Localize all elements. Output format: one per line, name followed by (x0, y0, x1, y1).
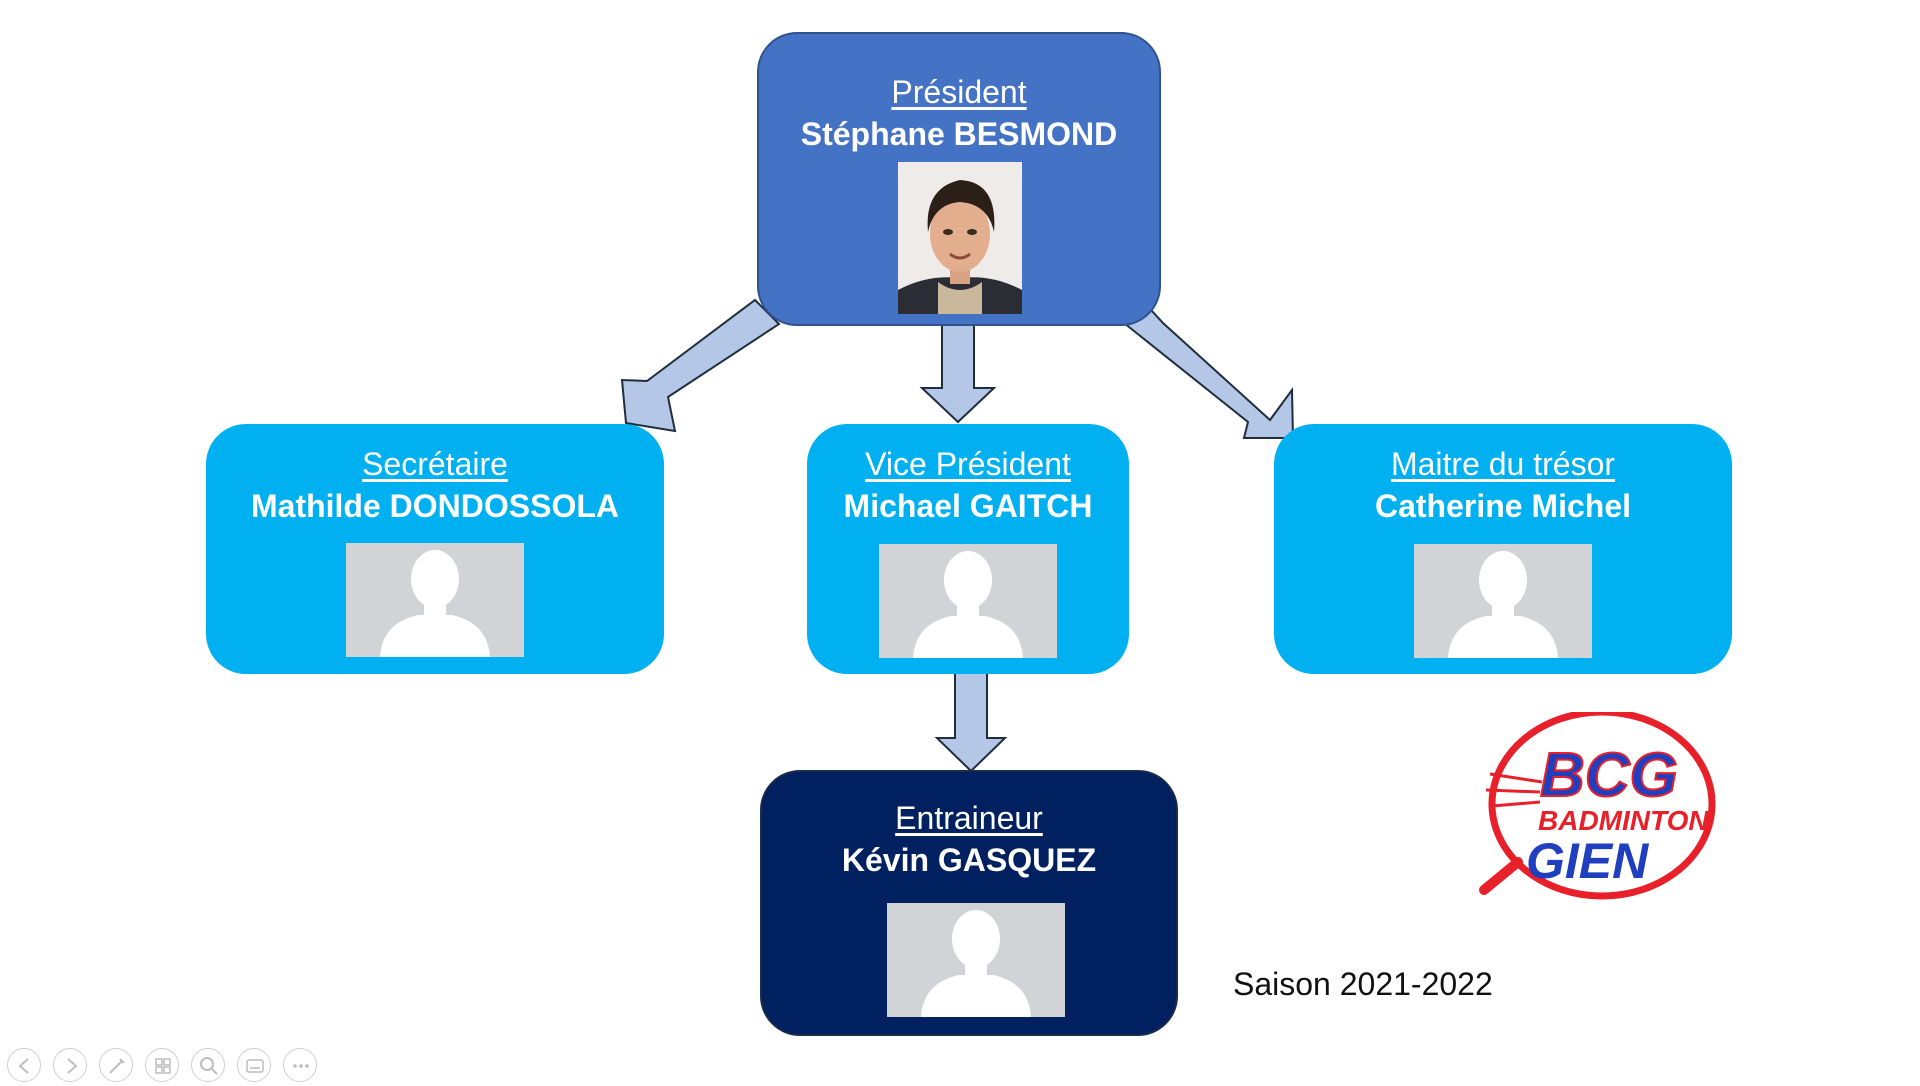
logo-text-bottom: GIEN (1526, 833, 1649, 889)
next-slide-icon[interactable] (53, 1048, 87, 1082)
bcg-badminton-gien-logo: BCG BADMINTON GIEN (1470, 708, 1730, 912)
president-name: Stéphane BESMOND (800, 116, 1118, 152)
coach-avatar-placeholder-icon (887, 903, 1065, 1017)
secretary-name: Mathilde DONDOSSOLA (250, 488, 619, 524)
coach-role: Entraineur (895, 800, 1043, 836)
logo-text-top: BCG (1540, 741, 1678, 810)
vice-president-avatar-placeholder-icon (879, 544, 1057, 658)
zoom-icon[interactable] (191, 1048, 225, 1082)
pen-icon[interactable] (99, 1048, 133, 1082)
arrow-to-treasurer (1122, 298, 1295, 439)
treasurer-avatar-placeholder-icon (1414, 544, 1592, 658)
season-label: Saison 2021-2022 (1233, 966, 1493, 1002)
president-role: Président (891, 74, 1027, 110)
secretary-avatar-placeholder-icon (346, 543, 524, 657)
coach-name: Kévin GASQUEZ (841, 842, 1097, 878)
arrow-to-coach (934, 672, 1008, 773)
arrow-to-secretary (620, 298, 781, 433)
president-portrait-photo (898, 162, 1022, 314)
secretary-role: Secrétaire (362, 446, 508, 482)
vice-president-name: Michael GAITCH (843, 488, 1093, 524)
subtitles-icon[interactable] (237, 1048, 271, 1082)
logo-text-mid: BADMINTON (1538, 805, 1709, 836)
vice-president-role: Vice Président (865, 446, 1071, 482)
treasurer-role: Maitre du trésor (1390, 446, 1616, 482)
previous-slide-icon[interactable] (7, 1048, 41, 1082)
slides-grid-icon[interactable] (145, 1048, 179, 1082)
arrow-to-vice-president (919, 321, 997, 424)
treasurer-name: Catherine Michel (1374, 488, 1632, 524)
more-options-icon[interactable] (283, 1048, 317, 1082)
